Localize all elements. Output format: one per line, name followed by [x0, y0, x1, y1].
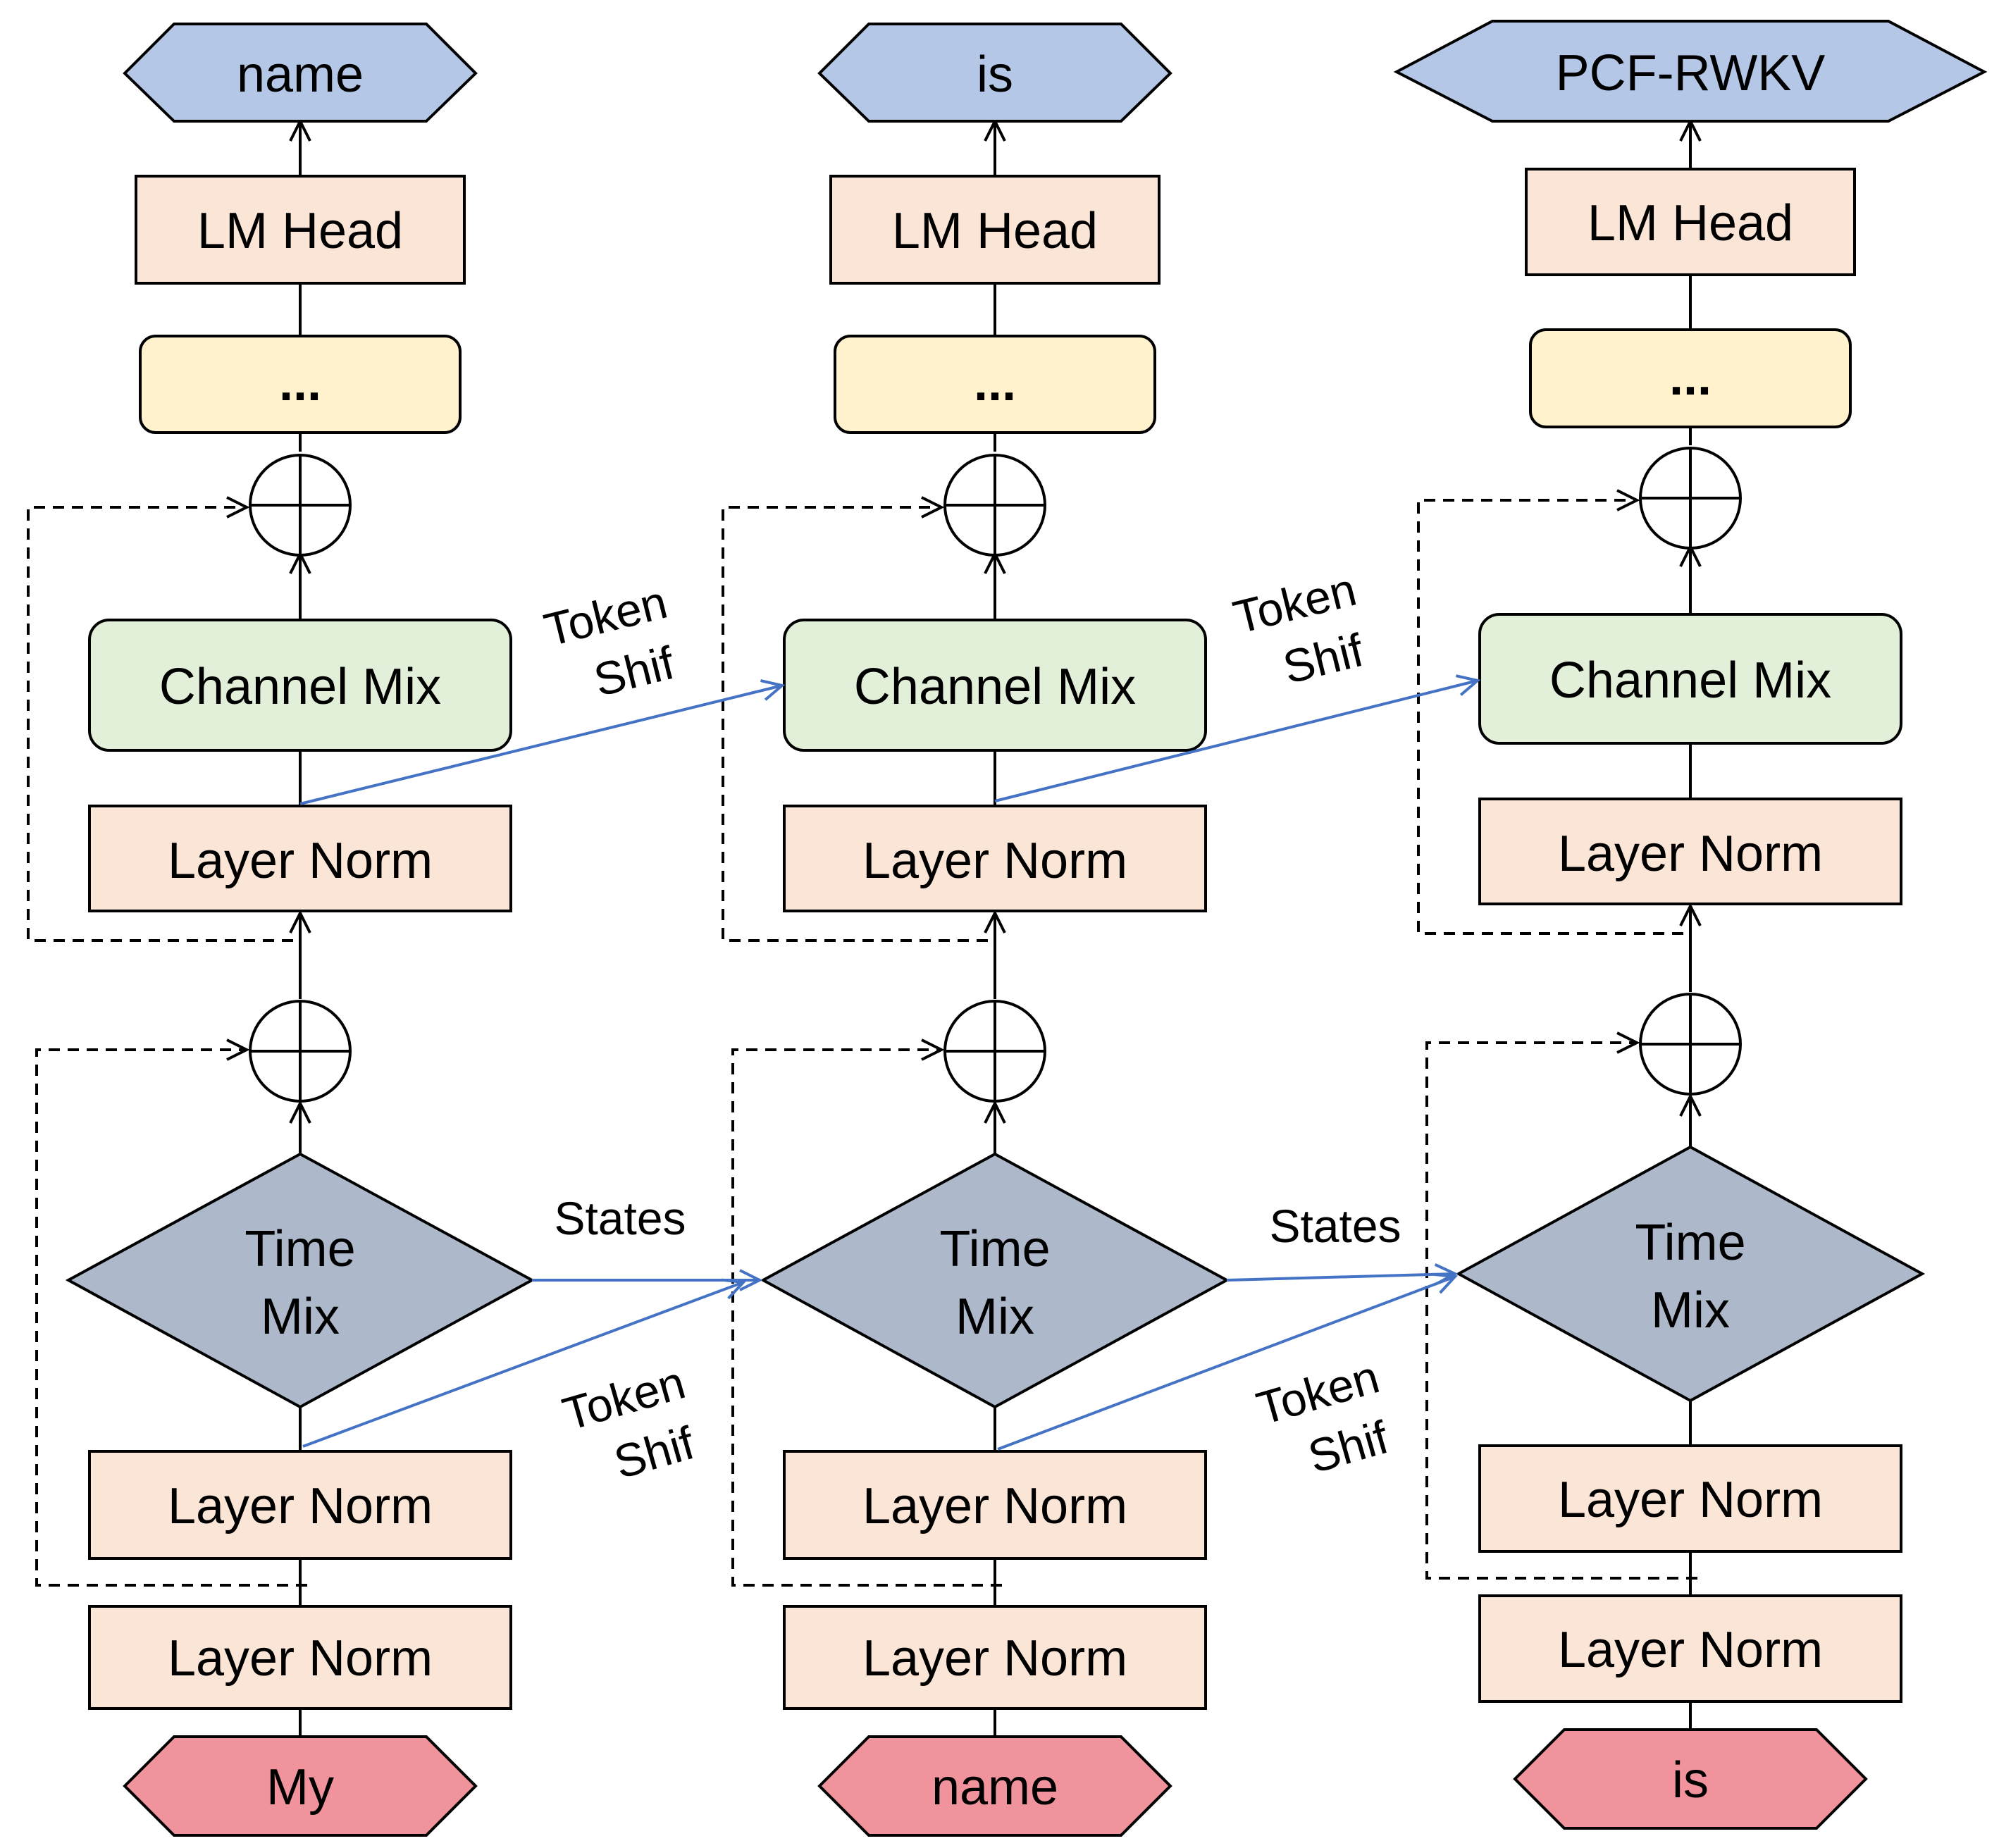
layer-norm-label: Layer Norm [862, 1630, 1127, 1687]
token-shift-arrow [302, 1282, 743, 1448]
token-shift-arrow [994, 681, 1478, 802]
lm-head-box [1525, 168, 1856, 276]
token-shift-label-line2: Shif [1302, 1410, 1394, 1483]
ellipsis-box [139, 335, 462, 434]
time-mix-label-line2: Mix [1651, 1282, 1730, 1339]
column-0: Layer Norm Layer Norm Time Mix Layer Nor… [27, 23, 536, 1837]
ellipsis-label: ... [279, 355, 321, 411]
layer-norm-box [1478, 1444, 1902, 1553]
time-mix-label-line1: Time [1635, 1215, 1745, 1271]
layer-norm-label: Layer Norm [1558, 1622, 1823, 1678]
layer-norm-label: Layer Norm [168, 1478, 433, 1534]
output-token-label: PCF-RWKV [1556, 45, 1826, 101]
channel-mix-label: Channel Mix [1549, 652, 1831, 709]
residual-connection [27, 507, 293, 942]
residual-connection [731, 1050, 1002, 1587]
input-token-label: My [266, 1759, 334, 1816]
layer-norm-box [783, 1605, 1207, 1710]
input-token-label: is [1672, 1752, 1709, 1809]
lm-head-label: LM Head [197, 203, 403, 259]
layer-norm-label: Layer Norm [862, 833, 1127, 889]
layer-norm-box [88, 1450, 512, 1560]
ellipsis-box [1529, 328, 1852, 428]
layer-norm-label: Layer Norm [1558, 1472, 1823, 1528]
layer-norm-box [88, 805, 512, 912]
cross-connections [299, 681, 1478, 1451]
layer-norm-label: Layer Norm [862, 1478, 1127, 1534]
layer-norm-box [783, 805, 1207, 912]
token-shift-arrow [299, 686, 782, 805]
layer-norm-box [1478, 798, 1902, 905]
token-shift-label-line2: Shif [589, 636, 680, 706]
residual-connection [35, 1050, 307, 1587]
time-mix-label-line1: Time [939, 1221, 1050, 1277]
input-token-shape [123, 1735, 478, 1837]
output-token-label: name [237, 46, 364, 103]
token-shift-label-line2: Shif [608, 1416, 700, 1489]
channel-mix-label: Channel Mix [854, 659, 1136, 715]
layer-norm-label: Layer Norm [168, 1630, 433, 1687]
channel-mix-box [88, 619, 512, 752]
layer-norm-label: Layer Norm [168, 833, 433, 889]
output-token-shape [817, 23, 1172, 123]
layer-norm-box [1478, 1594, 1902, 1703]
output-token-shape [1393, 20, 1988, 123]
layer-norm-box [88, 1605, 512, 1710]
token-shift-arrow [997, 1277, 1455, 1451]
ellipsis-box [834, 335, 1156, 434]
residual-connection [722, 507, 988, 942]
token-shift-label-line2: Shif [1278, 624, 1369, 693]
time-mix-diamond [65, 1152, 536, 1409]
time-mix-label-line2: Mix [955, 1289, 1034, 1345]
states-arrow [1226, 1274, 1455, 1280]
states-label: States [1269, 1200, 1401, 1252]
ellipsis-label: ... [974, 355, 1016, 411]
layer-norm-box [783, 1450, 1207, 1560]
lm-head-label: LM Head [892, 203, 1098, 259]
output-token-label: is [977, 46, 1013, 103]
column-2: Layer Norm Layer Norm Time Mix Layer Nor… [1393, 20, 1988, 1830]
column-1: Layer Norm Layer Norm Time Mix Layer Nor… [722, 23, 1230, 1837]
time-mix-diamond [1455, 1145, 1926, 1403]
channel-mix-label: Channel Mix [159, 659, 441, 715]
lm-head-box [135, 175, 466, 285]
output-token-shape [123, 23, 478, 123]
layer-norm-label: Layer Norm [1558, 826, 1823, 882]
lm-head-box [829, 175, 1161, 285]
input-token-shape [1513, 1728, 1868, 1830]
time-mix-label-line1: Time [245, 1221, 355, 1277]
ellipsis-label: ... [1669, 349, 1712, 406]
time-mix-diamond [760, 1152, 1230, 1409]
residual-connection [1425, 1043, 1697, 1580]
lm-head-label: LM Head [1588, 195, 1793, 252]
states-label: States [554, 1192, 686, 1244]
residual-connection [1417, 500, 1683, 935]
input-token-shape [817, 1735, 1172, 1837]
time-mix-label-line2: Mix [261, 1289, 340, 1345]
input-token-label: name [932, 1759, 1058, 1816]
